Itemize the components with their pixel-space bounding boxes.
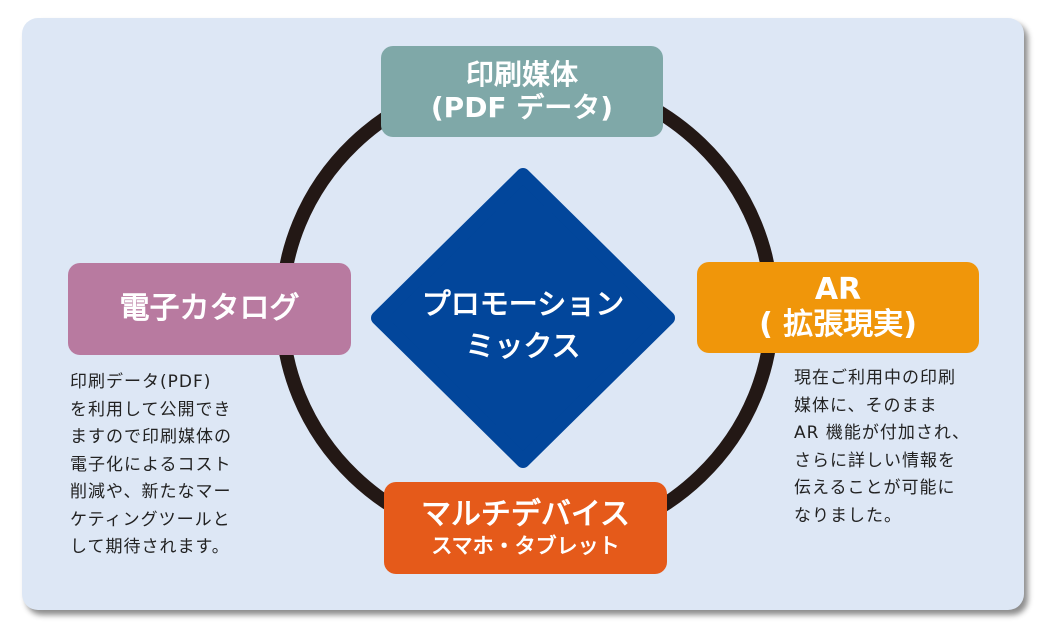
description-line: 伝えることが可能に — [794, 478, 956, 498]
description-line: さらに詳しい情報を — [794, 450, 956, 471]
description-line: AR 機能が付加され、 — [794, 423, 971, 443]
description-line: 削減や、新たなマー — [70, 482, 232, 502]
description-line: なりました。 — [794, 505, 902, 526]
node-multi-device-title: マルチデバイス — [420, 496, 631, 532]
node-ar-title: AR — [814, 272, 862, 307]
center-label-line1: プロモーション — [421, 286, 625, 321]
description-line: ますので印刷媒体の — [70, 427, 232, 447]
description-line: 媒体に、そのまま — [794, 395, 938, 416]
ar-description: 現在ご利用中の印刷 媒体に、そのまま AR 機能が付加され、 さらに詳しい情報を… — [794, 365, 994, 530]
node-e-catalog-title: 電子カタログ — [119, 290, 300, 326]
description-line: 現在ご利用中の印刷 — [794, 368, 956, 388]
description-line: 電子化によるコスト — [70, 454, 232, 475]
node-ar-subtitle: ( 拡張現実) — [759, 306, 917, 342]
node-multi-device: マルチデバイス スマホ・タブレット — [384, 482, 667, 574]
e-catalog-description: 印刷データ(PDF) を利用して公開でき ますので印刷媒体の 電子化によるコスト… — [70, 369, 275, 562]
node-multi-device-subtitle: スマホ・タブレット — [431, 534, 620, 559]
center-label: プロモーション ミックス — [392, 265, 654, 385]
node-print-media-subtitle: (PDF データ) — [430, 90, 614, 124]
description-line: 印刷データ(PDF) — [70, 372, 212, 392]
node-e-catalog: 電子カタログ — [68, 263, 351, 355]
description-line: を利用して公開でき — [70, 399, 232, 420]
center-label-line2: ミックス — [465, 329, 581, 363]
node-print-media-title: 印刷媒体 — [465, 58, 578, 92]
description-line: して期待されます。 — [70, 537, 230, 557]
node-ar: AR ( 拡張現実) — [697, 262, 979, 353]
center-diamond — [371, 168, 675, 468]
description-line: ケティングツールと — [70, 509, 231, 530]
node-print-media: 印刷媒体 (PDF データ) — [381, 46, 663, 137]
